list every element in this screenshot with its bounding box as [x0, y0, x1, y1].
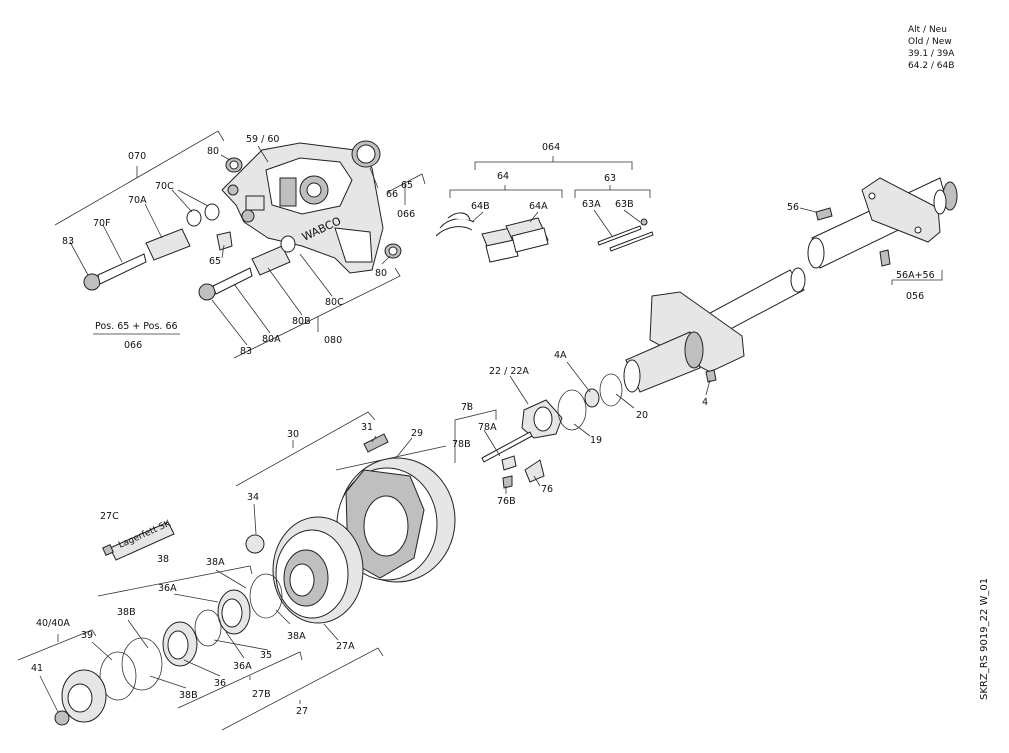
- label-64b: 64B: [471, 201, 490, 212]
- label-66: 66: [386, 189, 398, 200]
- label-27a: 27A: [336, 641, 355, 652]
- bushing-80b: [251, 245, 291, 276]
- plug-41: [54, 710, 70, 726]
- label-38a: 38A: [287, 631, 306, 642]
- label-56: 56: [787, 202, 799, 213]
- label-83: 83: [62, 236, 74, 247]
- hub-27a: [272, 516, 364, 624]
- nut-34: [245, 534, 265, 554]
- label-59-60: 59 / 60: [246, 134, 279, 145]
- label-29: 29: [411, 428, 423, 439]
- label-38b: 38B: [117, 607, 136, 618]
- label-70f: 70F: [93, 218, 111, 229]
- retaining-springs: [597, 218, 654, 252]
- label-39: 39: [81, 630, 93, 641]
- screw-76b: [502, 475, 513, 489]
- axle-tube-right: [807, 177, 958, 269]
- label-056: 056: [906, 291, 924, 302]
- ring-19: [557, 389, 587, 431]
- label-38: 38: [157, 554, 169, 565]
- cap-83-upper: [83, 273, 101, 291]
- legend-line: 64.2 / 64B: [908, 61, 955, 71]
- label-64a: 64A: [529, 201, 548, 212]
- label-76: 76: [541, 484, 553, 495]
- clip-76: [524, 459, 545, 483]
- label-066: 066: [124, 340, 142, 351]
- axle-tube-left: [623, 267, 806, 393]
- brake-pads: [435, 212, 549, 263]
- label-78a: 78A: [478, 422, 497, 433]
- label-56a-56: 56A+56: [896, 270, 935, 281]
- label-36a: 36A: [158, 583, 177, 594]
- label-70a: 70A: [128, 195, 147, 206]
- cover-39: [99, 651, 137, 701]
- label-63a: 63A: [582, 199, 601, 210]
- label-63b: 63B: [615, 199, 634, 210]
- label-36: 36: [214, 678, 226, 689]
- label-4a: 4A: [554, 350, 567, 361]
- label-31: 31: [361, 422, 373, 433]
- brake-disc-29: [336, 457, 456, 583]
- label-27c: 27C: [100, 511, 119, 522]
- bushing-70a: [145, 228, 191, 261]
- legend: Alt / Neu Old / New 39.1 / 39A 64.2 / 64…: [908, 24, 954, 72]
- pin-80a: [212, 267, 253, 295]
- seal-38b: [121, 637, 163, 691]
- label-20: 20: [636, 410, 648, 421]
- sensor-78: [481, 431, 533, 463]
- label-27: 27: [296, 706, 308, 717]
- label-22-22a: 22 / 22A: [489, 366, 529, 377]
- label-38b: 38B: [179, 690, 198, 701]
- label-80: 80: [375, 268, 387, 279]
- label-70c: 70C: [155, 181, 174, 192]
- ring-80c: [280, 235, 296, 253]
- label-066: 066: [397, 209, 415, 220]
- label-41: 41: [31, 663, 43, 674]
- ring-20: [599, 373, 623, 407]
- label-80c: 80C: [325, 297, 344, 308]
- label-30: 30: [287, 429, 299, 440]
- label-78: 78: [461, 402, 473, 413]
- caliper-assembly: WABCO: [221, 142, 384, 274]
- bolt-31: [363, 433, 389, 453]
- boot-65: [216, 231, 233, 251]
- label-080: 080: [324, 335, 342, 346]
- legend-line: Old / New: [908, 37, 952, 47]
- label-80a: 80A: [262, 334, 281, 345]
- label-64: 64: [497, 171, 509, 182]
- label-35: 35: [260, 650, 272, 661]
- label-34: 34: [247, 492, 259, 503]
- nut-4a: [584, 388, 600, 408]
- ring-70c: [186, 209, 202, 227]
- label-064: 064: [542, 142, 560, 153]
- label-27b: 27B: [252, 689, 271, 700]
- pin-70f: [97, 253, 147, 285]
- label-63: 63: [604, 173, 616, 184]
- label-40-40a: 40/40A: [36, 618, 70, 629]
- label-80: 80: [207, 146, 219, 157]
- callout-labels: 070 80 59 / 60 70C 70A 70F 83 65 66 65 0…: [31, 134, 935, 717]
- label-65: 65: [209, 256, 221, 267]
- label-78b: 78B: [452, 439, 471, 450]
- label-65: 65: [401, 180, 413, 191]
- ring-35: [194, 609, 222, 647]
- legend-line: 39.1 / 39A: [908, 49, 955, 59]
- seal-38a: [249, 573, 283, 619]
- label-36a: 36A: [233, 661, 252, 672]
- legend-line: Alt / Neu: [908, 25, 947, 35]
- label-76b: 76B: [497, 496, 516, 507]
- label-80b: 80B: [292, 316, 311, 327]
- label-83: 83: [240, 346, 252, 357]
- label-19: 19: [590, 435, 602, 446]
- cap-83-lower: [198, 283, 216, 301]
- label-070: 070: [128, 151, 146, 162]
- label-pos-65-66: Pos. 65 + Pos. 66: [95, 321, 178, 332]
- label-38a: 38A: [206, 557, 225, 568]
- label-4: 4: [702, 397, 708, 408]
- hub-nut-22: [521, 399, 563, 439]
